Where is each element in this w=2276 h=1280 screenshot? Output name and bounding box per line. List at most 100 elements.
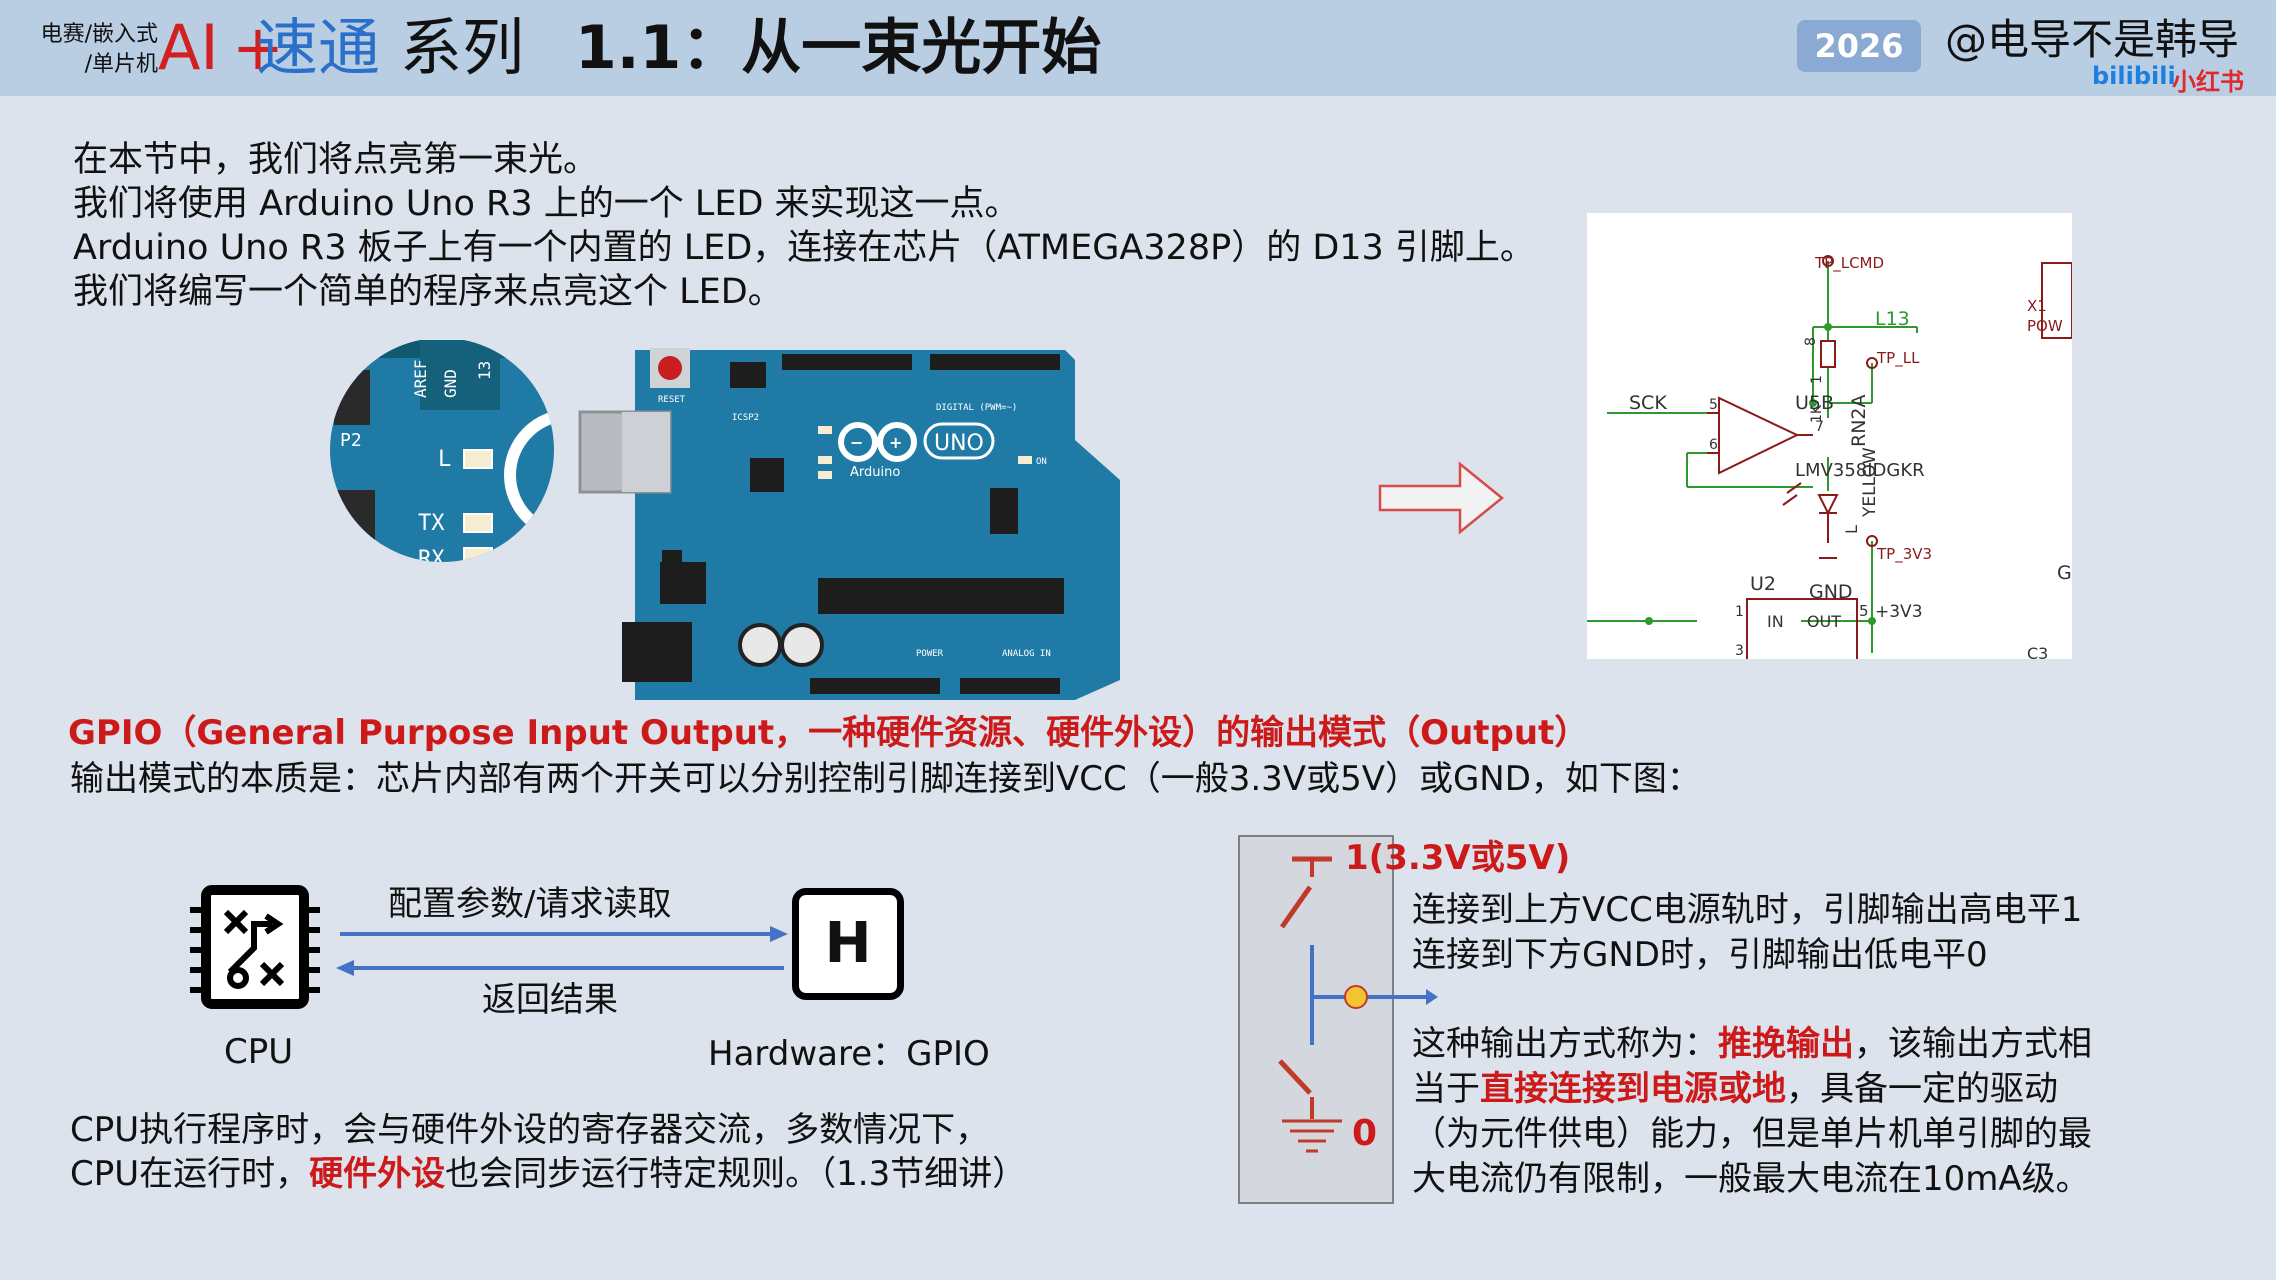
icsp2-label: ICSP2 bbox=[732, 413, 759, 423]
schem-label-5: 5 bbox=[1709, 397, 1718, 413]
reset-label: RESET bbox=[658, 395, 686, 405]
push-pull-line4: 大电流仍有限制，一般最大电流在10mA级。 bbox=[1412, 1159, 2090, 1199]
digital-header-right bbox=[930, 354, 1060, 370]
schem-label-6: 6 bbox=[1709, 437, 1718, 453]
on-label: ON bbox=[1036, 457, 1047, 467]
push-pull-line2: 当于直接连接到电源或地，具备一定的驱动 bbox=[1412, 1067, 2092, 1112]
schem-label-19: G bbox=[2057, 562, 2072, 584]
push-pull-line3: （为元件供电）能力，但是单片机单引脚的最 bbox=[1412, 1114, 2092, 1154]
push-pull-line2-b: ，具备一定的驱动 bbox=[1786, 1069, 2058, 1109]
led-zoom-circle: AREF GND 13 P2 L TX RX bbox=[330, 340, 554, 572]
zoom-led-rx bbox=[463, 547, 493, 562]
push-pull-term: 推挽输出 bbox=[1718, 1024, 1854, 1064]
capacitor-1 bbox=[738, 623, 782, 667]
push-pull-line1-b: ，该输出方式相 bbox=[1854, 1024, 2092, 1064]
analog-header bbox=[960, 678, 1060, 694]
icsp-header bbox=[990, 488, 1018, 534]
schem-label-15: L bbox=[1842, 525, 1861, 534]
ground-icon bbox=[1282, 1119, 1342, 1153]
cpu-explanation-highlight: 硬件外设 bbox=[309, 1154, 446, 1194]
header-plus: + bbox=[232, 11, 284, 84]
xiaohongshu-logo: 小红书 bbox=[2172, 68, 2244, 96]
gpio-section-title: GPIO（General Purpose Input Output，一种硬件资源… bbox=[68, 713, 1589, 753]
bilibili-logo: bilibili bbox=[2092, 62, 2176, 90]
uno-logo: UNO bbox=[934, 431, 984, 456]
arrow-right-icon bbox=[770, 926, 788, 942]
power-label: POWER bbox=[916, 649, 944, 659]
zoom-gnd-label: GND bbox=[441, 369, 460, 398]
high-switch-icon bbox=[1279, 885, 1313, 929]
header-series: 系列 bbox=[400, 11, 525, 84]
return-label: 返回结果 bbox=[482, 980, 618, 1020]
output-level-line1: 连接到上方VCC电源轨时，引脚输出高电平1 bbox=[1412, 890, 2083, 930]
digital-label: DIGITAL (PWM=~) bbox=[936, 403, 1017, 413]
schem-label-23: 5 bbox=[1859, 602, 1869, 620]
schem-label-2: POW bbox=[2027, 317, 2063, 335]
schem-label-18: GND bbox=[1809, 581, 1853, 603]
power-header bbox=[810, 678, 940, 694]
schem-label-10: 8 bbox=[1803, 337, 1819, 346]
page-title: 1.1：从一束光开始 bbox=[575, 13, 1102, 83]
arduino-board-illustration: AREF GND 13 P2 L TX RX RESET ICSP2 DIGIT… bbox=[330, 340, 1120, 700]
header-sutong: 速通 bbox=[256, 11, 381, 84]
cpu-explanation-line2-a: CPU在运行时， bbox=[70, 1154, 310, 1194]
schem-label-25: 1 bbox=[1735, 604, 1744, 620]
analog-label: ANALOG IN bbox=[1002, 649, 1051, 659]
schem-label-12: RN2A bbox=[1848, 394, 1870, 447]
zoom-rx-label: RX bbox=[418, 547, 445, 572]
intro-line-3: Arduino Uno R3 板子上有一个内置的 LED，连接在芯片（ATMEG… bbox=[73, 228, 1535, 268]
arduino-brand: Arduino bbox=[850, 465, 900, 480]
usb-chip bbox=[750, 458, 784, 492]
atmega328p-chip bbox=[818, 578, 1064, 614]
schem-label-11: 1 bbox=[1809, 375, 1825, 384]
schem-label-17: TP_3V3 bbox=[1876, 545, 1932, 564]
schem-label-14: LMV358IDGKR bbox=[1795, 460, 1925, 481]
schem-label-24: +3V3 bbox=[1875, 602, 1923, 622]
schem-label-26: 3 bbox=[1735, 643, 1744, 659]
header-category-line2: /单片机 bbox=[84, 52, 158, 77]
cpu-explanation-line2-b: 也会同步运行特定规则。（1.3节细讲） bbox=[445, 1154, 1027, 1194]
zoom-13-label: 13 bbox=[475, 361, 494, 380]
hardware-label: Hardware：GPIO bbox=[708, 1034, 990, 1074]
intro-line-1: 在本节中，我们将点亮第一束光。 bbox=[73, 140, 599, 180]
schem-label-9: 1K bbox=[1809, 404, 1825, 423]
arduino-board bbox=[635, 350, 1120, 700]
schem-label-8: 7 bbox=[1815, 419, 1824, 435]
schem-label-1: X1 bbox=[2027, 297, 2047, 315]
header-category: 电赛/嵌入式 /单片机 bbox=[18, 20, 158, 80]
schem-label-21: IN bbox=[1767, 612, 1784, 631]
schem-label-20: U2 bbox=[1750, 573, 1776, 595]
power-jack bbox=[622, 622, 692, 682]
schem-label-16: YELLOW bbox=[1860, 447, 1880, 518]
right-arrow-icon bbox=[1378, 461, 1504, 535]
intro-line-2: 我们将使用 Arduino Uno R3 上的一个 LED 来实现这一点。 bbox=[73, 184, 1020, 224]
cpu-chip-icon bbox=[190, 885, 320, 1009]
request-label: 配置参数/请求读取 bbox=[388, 884, 672, 924]
hardware-icon: H bbox=[792, 888, 904, 1000]
output-level-line2: 连接到下方GND时，引脚输出低电平0 bbox=[1412, 935, 1988, 975]
digital-header-left bbox=[782, 354, 912, 370]
schem-label-4: SCK bbox=[1629, 392, 1667, 414]
schem-label-7: U5B bbox=[1795, 392, 1834, 414]
year-badge: 2026 bbox=[1797, 20, 1921, 72]
push-pull-line1-a: 这种输出方式称为： bbox=[1412, 1024, 1718, 1064]
push-pull-switch-drawing bbox=[1278, 856, 1438, 1153]
schem-label-22: OUT bbox=[1807, 612, 1841, 631]
schem-label-13: TP_LL bbox=[1876, 349, 1920, 368]
header-ai: AI bbox=[158, 11, 219, 84]
low-level-label: 0 bbox=[1352, 1113, 1378, 1154]
svg-text:−: − bbox=[850, 433, 863, 452]
low-switch-icon bbox=[1278, 1059, 1312, 1095]
zoom-led-l bbox=[463, 449, 493, 469]
arrow-left-icon bbox=[336, 960, 354, 976]
output-level-explanation: 连接到上方VCC电源轨时，引脚输出高电平1 连接到下方GND时，引脚输出低电平0 bbox=[1412, 888, 2082, 978]
push-pull-explanation: 这种输出方式称为：推挽输出，该输出方式相 当于直接连接到电源或地，具备一定的驱动… bbox=[1412, 1022, 2092, 1202]
zoom-p2-label: P2 bbox=[340, 430, 362, 451]
push-pull-line2-a: 当于 bbox=[1412, 1069, 1480, 1109]
push-pull-highlight: 直接连接到电源或地 bbox=[1480, 1069, 1786, 1109]
push-pull-line1: 这种输出方式称为：推挽输出，该输出方式相 bbox=[1412, 1022, 2092, 1067]
cpu-explanation-line1: CPU执行程序时，会与硬件外设的寄存器交流，多数情况下， bbox=[70, 1110, 990, 1150]
header-category-line1: 电赛/嵌入式 bbox=[40, 22, 158, 47]
svg-text:+: + bbox=[889, 433, 902, 452]
zoom-led-tx bbox=[463, 513, 493, 533]
